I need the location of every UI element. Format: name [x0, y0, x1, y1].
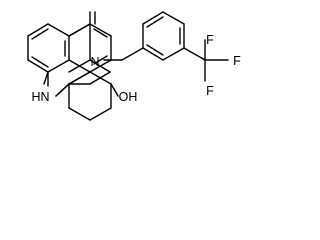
- hydroxyl-bond: [110, 83, 119, 97]
- ring-nh-bonds: [47, 71, 70, 97]
- acridine-core: [68, 23, 112, 73]
- benzyl-linker: [103, 47, 144, 61]
- ring-hydrogen-label: H: [31, 90, 40, 104]
- phenyl-ring: [142, 11, 185, 61]
- trifluoromethyl-group: [183, 39, 229, 82]
- fluorine-top-label: F: [206, 33, 214, 47]
- molecule-structure: [27, 11, 229, 121]
- fluorine-right-label: F: [233, 54, 241, 68]
- hydroxyl-label: OH: [119, 90, 138, 104]
- ring-nitrogen-label: N: [40, 90, 49, 104]
- benzo-ring: [27, 23, 70, 73]
- imine-nitrogen-label: N: [90, 55, 99, 69]
- cyclohexane-ring: [68, 71, 112, 121]
- imine-bond: [89, 11, 96, 25]
- structure-canvas: N H N OH F F F: [27, 11, 241, 121]
- fluorine-bottom-label: F: [206, 84, 214, 98]
- atom-labels: N H N OH F F F: [31, 33, 241, 104]
